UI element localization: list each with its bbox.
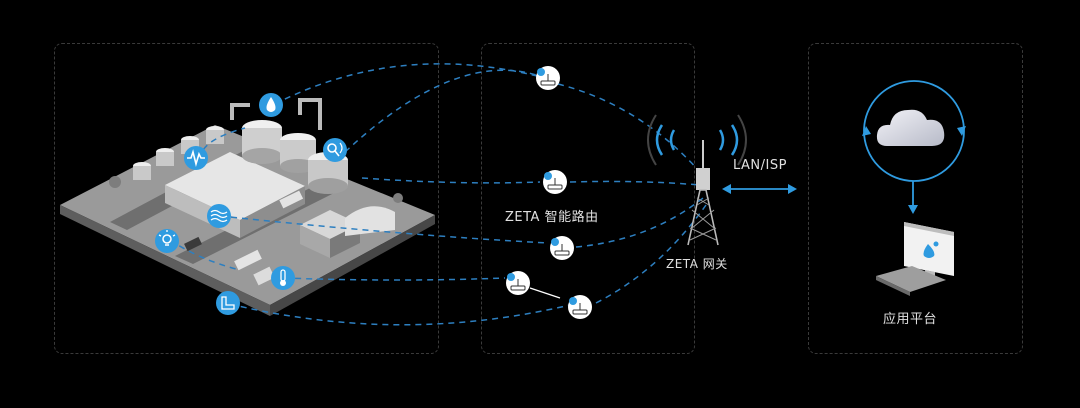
router-icon <box>568 295 592 319</box>
router-icon <box>506 271 530 295</box>
cloud-icon <box>862 80 966 182</box>
router-icon <box>550 236 574 260</box>
network-panel <box>481 43 695 354</box>
router-icon <box>536 66 560 90</box>
pressure-gauge-icon <box>216 291 240 315</box>
keyboard-icon <box>876 266 946 296</box>
arrow-head <box>908 205 918 214</box>
sensor-icons <box>155 93 347 315</box>
routers <box>506 66 592 319</box>
link-label: LAN/ISP <box>733 158 787 173</box>
factory-panel <box>54 43 439 354</box>
platform-panel <box>808 43 1023 354</box>
search-signal-icon <box>323 138 347 162</box>
monitor-icon <box>904 222 954 282</box>
light-bulb-icon <box>155 229 179 253</box>
connection-lines <box>169 63 707 326</box>
water-level-icon <box>207 204 231 228</box>
bidirectional-arrow <box>722 184 797 194</box>
router-icon <box>543 170 567 194</box>
thermometer-icon <box>271 266 295 290</box>
factory-illustration <box>60 98 435 316</box>
waveform-icon <box>184 146 208 170</box>
platform-label: 应用平台 <box>883 312 938 327</box>
router-label: ZETA 智能路由 <box>505 210 599 225</box>
water-drop-icon <box>259 93 283 117</box>
gateway-label: ZETA 网关 <box>666 257 728 271</box>
cell-tower-icon <box>647 114 747 246</box>
router-link-line <box>529 287 561 299</box>
